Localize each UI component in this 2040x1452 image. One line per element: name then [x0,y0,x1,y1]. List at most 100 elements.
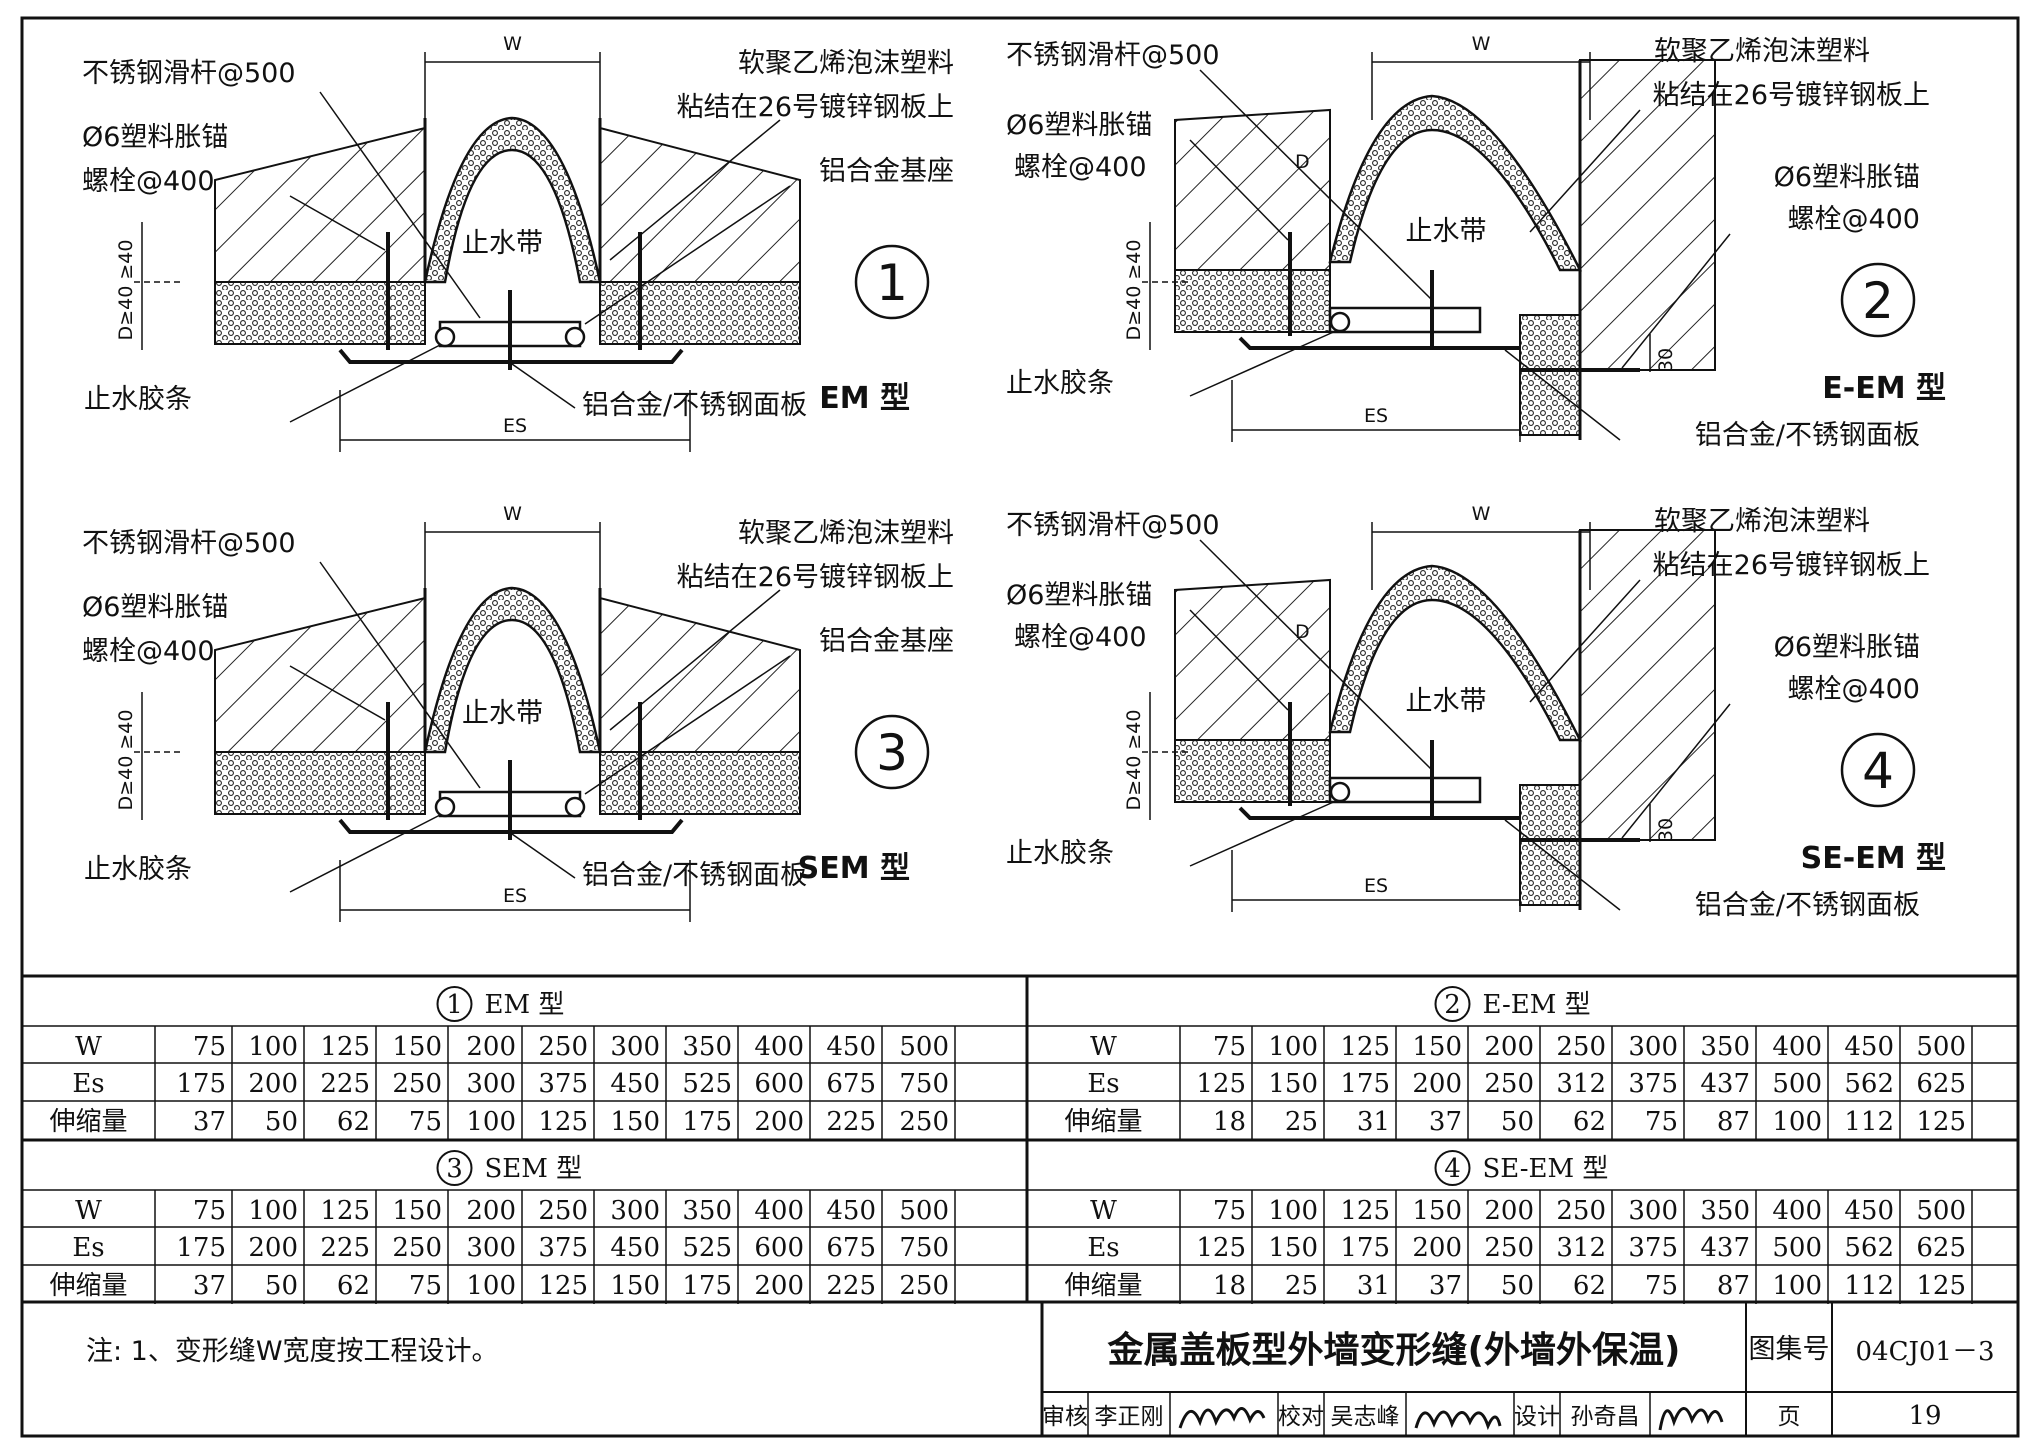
concrete-wall-right [599,126,801,283]
leader-rod [1199,539,1433,771]
t-dim-label: 30 [1655,818,1677,842]
dd-dim-label: D [1295,621,1310,643]
table-cell: 75 [193,1032,226,1062]
label-waterstop: 止水带 [1406,686,1487,717]
leader-foam [609,119,781,261]
table-number-circle [1434,986,1471,1022]
label-waterstop: 止水带 [462,228,543,259]
table-cell: 150 [1268,1069,1318,1099]
table-cell: 100 [248,1032,298,1062]
table-row-label: 伸缩量 [1064,1271,1142,1301]
leader-foam [1529,579,1641,703]
leader-anchor [1189,139,1289,241]
table-row-label: 伸缩量 [49,1271,127,1301]
page-label: 页 [1778,1404,1801,1430]
table-cell: 350 [1700,1196,1750,1226]
table-cell: 100 [1772,1271,1822,1301]
table-cell: 525 [682,1069,732,1099]
d-dim-label: D≥40 ≥40 [115,240,137,341]
table-cell: 600 [754,1069,804,1099]
table-row-label: Es [1087,1233,1119,1263]
table-cell: 75 [193,1196,226,1226]
table-cell: 375 [538,1233,588,1263]
table-row-label: Es [1087,1069,1119,1099]
detail-number: 2 [1862,272,1894,330]
table-cell: 300 [466,1069,516,1099]
table-cell: 100 [248,1196,298,1226]
label-wall-anchor-bolt: 螺栓@400 [1787,204,1920,235]
label-foam-bond: 粘结在26号镀锌钢板上 [677,92,954,123]
label-anchor-bolt: 螺栓@400 [82,166,215,197]
table-number-circle [436,986,473,1022]
table-cell: 200 [466,1032,516,1062]
table-cell: 31 [1357,1271,1390,1301]
table-cell: 400 [1772,1196,1822,1226]
table-cell: 225 [826,1271,876,1301]
label-cover-panel: 铝合金/不锈钢面板 [1695,420,1920,451]
rubber-strip-0 [434,796,456,818]
table-title: EM 型 [485,990,565,1020]
table-cell: 50 [265,1271,298,1301]
check-label: 校对 [1278,1404,1324,1430]
d-dim-label: D≥40 ≥40 [1123,710,1145,811]
leader-panel [1504,349,1621,441]
leader-strip [1189,799,1339,867]
table-cell: 200 [466,1196,516,1226]
insulation-left [214,281,426,345]
table-cell: 175 [176,1233,226,1263]
detail-number-circle [854,714,930,790]
leader-strip [289,344,441,423]
table-cell: 375 [538,1069,588,1099]
detail-number: 1 [876,254,908,312]
table-cell: 125 [1196,1233,1246,1263]
table-number: 4 [1444,1154,1461,1184]
table-cell: 75 [1213,1032,1246,1062]
checker-name: 吴志峰 [1331,1404,1400,1430]
table-cell: 200 [1484,1196,1534,1226]
table-number: 2 [1444,990,1461,1020]
table-cell: 250 [1484,1069,1534,1099]
table-cell: 50 [1501,1107,1534,1137]
table-cell: 350 [1700,1032,1750,1062]
table-cell: 562 [1844,1233,1894,1263]
page-number: 19 [1908,1401,1941,1431]
label-wall-anchor: Ø6塑料胀锚 [1774,632,1920,663]
table-cell: 112 [1844,1107,1894,1137]
table-cell: 437 [1700,1233,1750,1263]
detail-type: E-EM 型 [1822,371,1946,406]
d-dim-label: D≥40 ≥40 [115,710,137,811]
table-cell: 25 [1285,1107,1318,1137]
table-cell: 62 [337,1107,370,1137]
rubber-strip-1 [564,796,586,818]
designer-name: 孙奇昌 [1571,1404,1640,1430]
table-number-circle [436,1150,473,1186]
label-anchor-bolt: 螺栓@400 [1014,152,1147,183]
table-cell: 100 [1772,1107,1822,1137]
table-cell: 225 [320,1069,370,1099]
detail-type: SEM 型 [798,851,910,886]
table-cell: 31 [1357,1107,1390,1137]
w-dim-label: W [1472,503,1491,525]
table-cell: 150 [392,1196,442,1226]
table-cell: 150 [610,1271,660,1301]
concrete-wall-left [1174,108,1331,271]
leader-panel [1504,819,1621,911]
table-cell: 300 [1628,1032,1678,1062]
table-cell: 125 [1340,1196,1390,1226]
table-cell: 18 [1213,1271,1246,1301]
table-cell: 200 [1484,1032,1534,1062]
w-dim-label: W [503,33,522,55]
table-row-label: W [75,1196,102,1226]
table-cell: 250 [1556,1032,1606,1062]
d-dim-label: D≥40 ≥40 [1123,240,1145,341]
dd-dim-label: D [1295,151,1310,173]
leader-rod [319,91,481,319]
table-cell: 250 [1556,1196,1606,1226]
table-cell: 312 [1556,1233,1606,1263]
table-cell: 75 [1645,1107,1678,1137]
table-cell: 500 [899,1196,949,1226]
sheet-title: 金属盖板型外墙变形缝(外墙外保温) [1107,1329,1681,1371]
table-cell: 675 [826,1069,876,1099]
